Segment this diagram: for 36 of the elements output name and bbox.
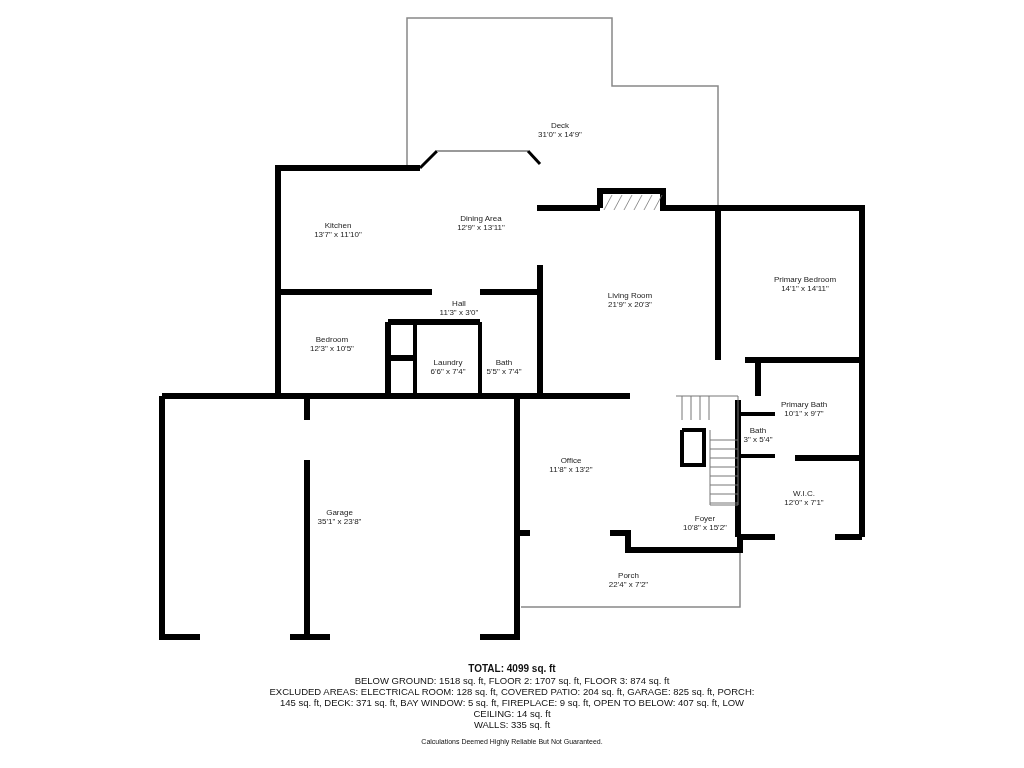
room-name: W.I.C. [793,489,815,498]
room-name: Bedroom [315,335,349,344]
room-dimensions: 12'3" x 10'5" [310,344,354,353]
room-name: Office [560,456,582,465]
room-name: Garage [326,507,353,517]
room-dimensions: 6'6" x 7'4" [430,367,466,376]
walls-area: WALLS: 335 sq. ft [473,718,551,731]
area-breakdown: BELOW GROUND: 1518 sq. ft, FLOOR 2: 1707 sq. ft, FLOOR 3: 874 sq. ft [354,674,670,686]
room-name: Deck [550,121,570,130]
room-name: Bath [749,426,767,435]
room-dimensions: 21'9" x 20'3" [608,300,652,309]
room-dimensions: 35'1" x 23'8" [317,516,362,526]
room-dimensions: 10'1" x 9'7" [784,409,824,418]
room-name: Dining Area [460,213,502,223]
room-dimensions: 10'8" x 15'2" [683,523,727,532]
room-dimensions: 14'1" x 14'11" [781,284,829,293]
room-dimensions: 11'3" x 3'0" [439,308,479,317]
room-name: Foyer [694,514,716,523]
room-name: Living Room [607,291,653,300]
room-dimensions: 11'8" x 13'2" [549,465,593,474]
room-name: Porch [618,571,639,580]
room-name: Bath [495,358,513,367]
room-name: Kitchen [324,221,352,230]
room-name: Primary Bedroom [773,275,837,284]
room-name: Hall [452,299,466,308]
area-total: TOTAL: 4099 sq. ft [468,663,556,675]
room-dimensions: 5'5" x 7'4" [486,367,522,376]
room-dimensions: 22'4" x 7'2" [608,580,649,589]
room-dimensions: 3" x 5'4" [743,435,773,444]
room-dimensions: 12'9" x 13'11" [457,222,505,232]
room-name: Primary Bath [780,400,828,409]
room-dimensions: 31'0" x 14'9" [538,130,582,139]
room-name: Laundry [433,358,463,367]
room-dimensions: 13'7" x 11'10" [314,230,362,239]
excluded-areas-note: EXCLUDED AREAS: ELECTRICAL ROOM: 128 sq. ft, COVERED PATIO: 204 sq. ft, GARAGE: 825 sq. ft, PORCH: 145 sq. ft, DECK: 371 sq. ft, BAY WINDOW: 5 sq. ft, FIREPLACE: 9 sq. ft, OPEN TO BELOW: 407 sq. ft, LOW CEILING: 14 sq. ft [268,685,756,719]
room-dimensions: 12'0" x 7'1" [784,498,824,507]
